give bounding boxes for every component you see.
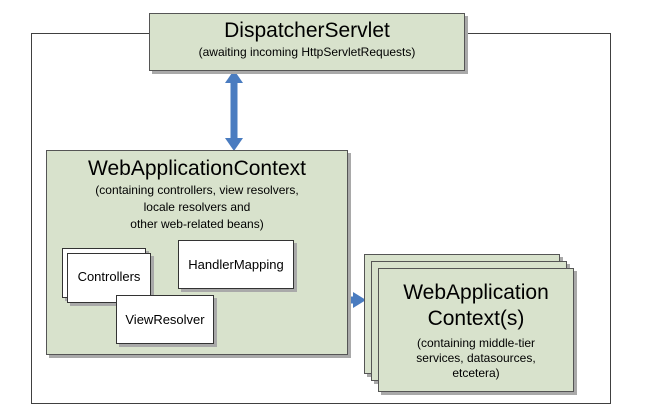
- dispatcher-servlet-title: DispatcherServlet: [224, 19, 390, 42]
- handler-mapping-label: HandlerMapping: [188, 257, 284, 272]
- root-context-title-line: Context(s): [427, 307, 525, 330]
- dispatcher-to-context-arrow: [225, 70, 243, 151]
- web-application-context-description-line: locale resolvers and: [143, 200, 251, 214]
- view-resolver-box: ViewResolver: [116, 295, 214, 344]
- handler-mapping-box: HandlerMapping: [178, 240, 294, 289]
- root-context-description-line: (containing middle-tier: [416, 336, 536, 350]
- dispatcher-servlet-subtitle: (awaiting incoming HttpServletRequests): [198, 45, 416, 59]
- controllers-box: Controllers: [67, 253, 151, 303]
- root-context-title-line: WebApplication: [403, 281, 549, 304]
- view-resolver-label: ViewResolver: [125, 312, 205, 327]
- root-application-context-box: WebApplication Context(s) (containing mi…: [378, 268, 574, 392]
- root-context-description-line: services, datasources,: [416, 351, 536, 365]
- web-application-context-title: WebApplicationContext: [88, 157, 306, 180]
- controllers-label: Controllers: [77, 269, 141, 284]
- dispatcher-servlet-box: DispatcherServlet (awaiting incoming Htt…: [149, 13, 465, 71]
- root-context-description-line: etcetera): [452, 366, 500, 380]
- web-application-context-description-line: other web-related beans): [130, 217, 264, 231]
- web-application-context-description-line: (containing controllers, view resolvers,: [95, 183, 299, 197]
